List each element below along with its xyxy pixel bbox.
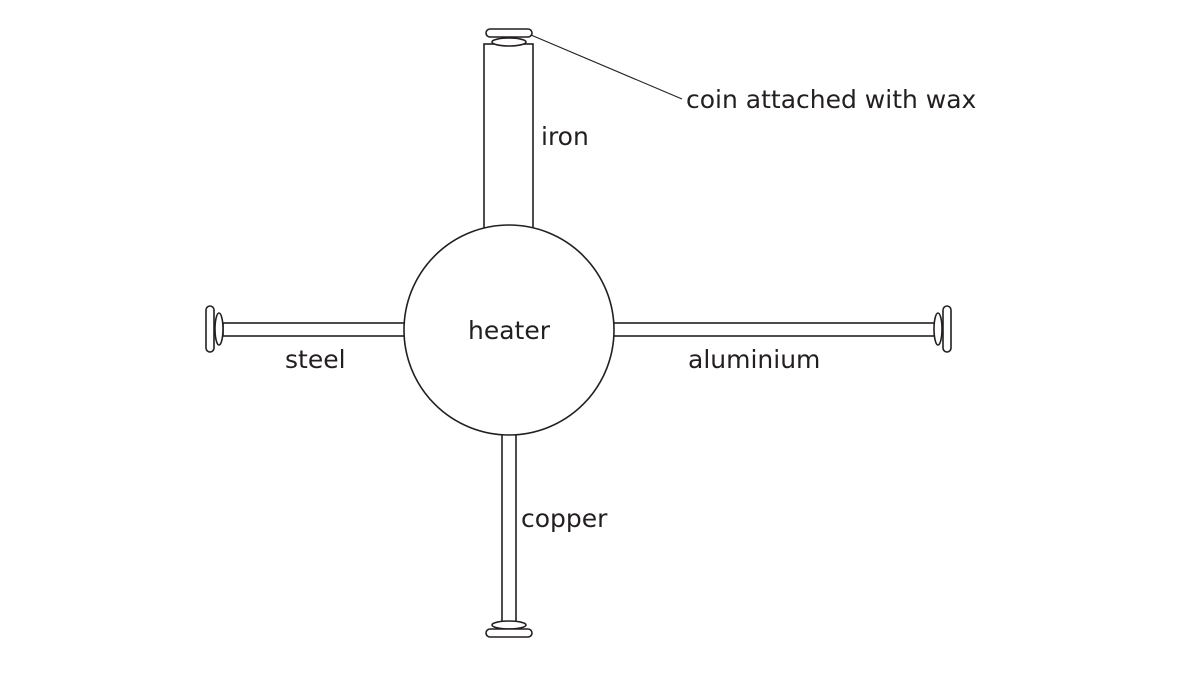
iron-coin — [485, 28, 533, 47]
copper-label: copper — [521, 504, 608, 533]
heater-label: heater — [468, 316, 551, 345]
iron-rod — [483, 43, 534, 235]
aluminium-coin — [933, 305, 952, 353]
steel-coin — [205, 305, 224, 353]
copper-coin — [485, 620, 533, 638]
steel-label: steel — [285, 345, 346, 374]
coin-leader-line — [530, 34, 683, 100]
iron-label: iron — [541, 122, 589, 151]
aluminium-rod — [609, 322, 940, 337]
aluminium-label: aluminium — [688, 345, 820, 374]
heater-circle — [403, 224, 615, 436]
steel-rod — [222, 322, 408, 337]
coin-label: coin attached with wax — [686, 85, 976, 114]
copper-rod — [501, 427, 517, 625]
